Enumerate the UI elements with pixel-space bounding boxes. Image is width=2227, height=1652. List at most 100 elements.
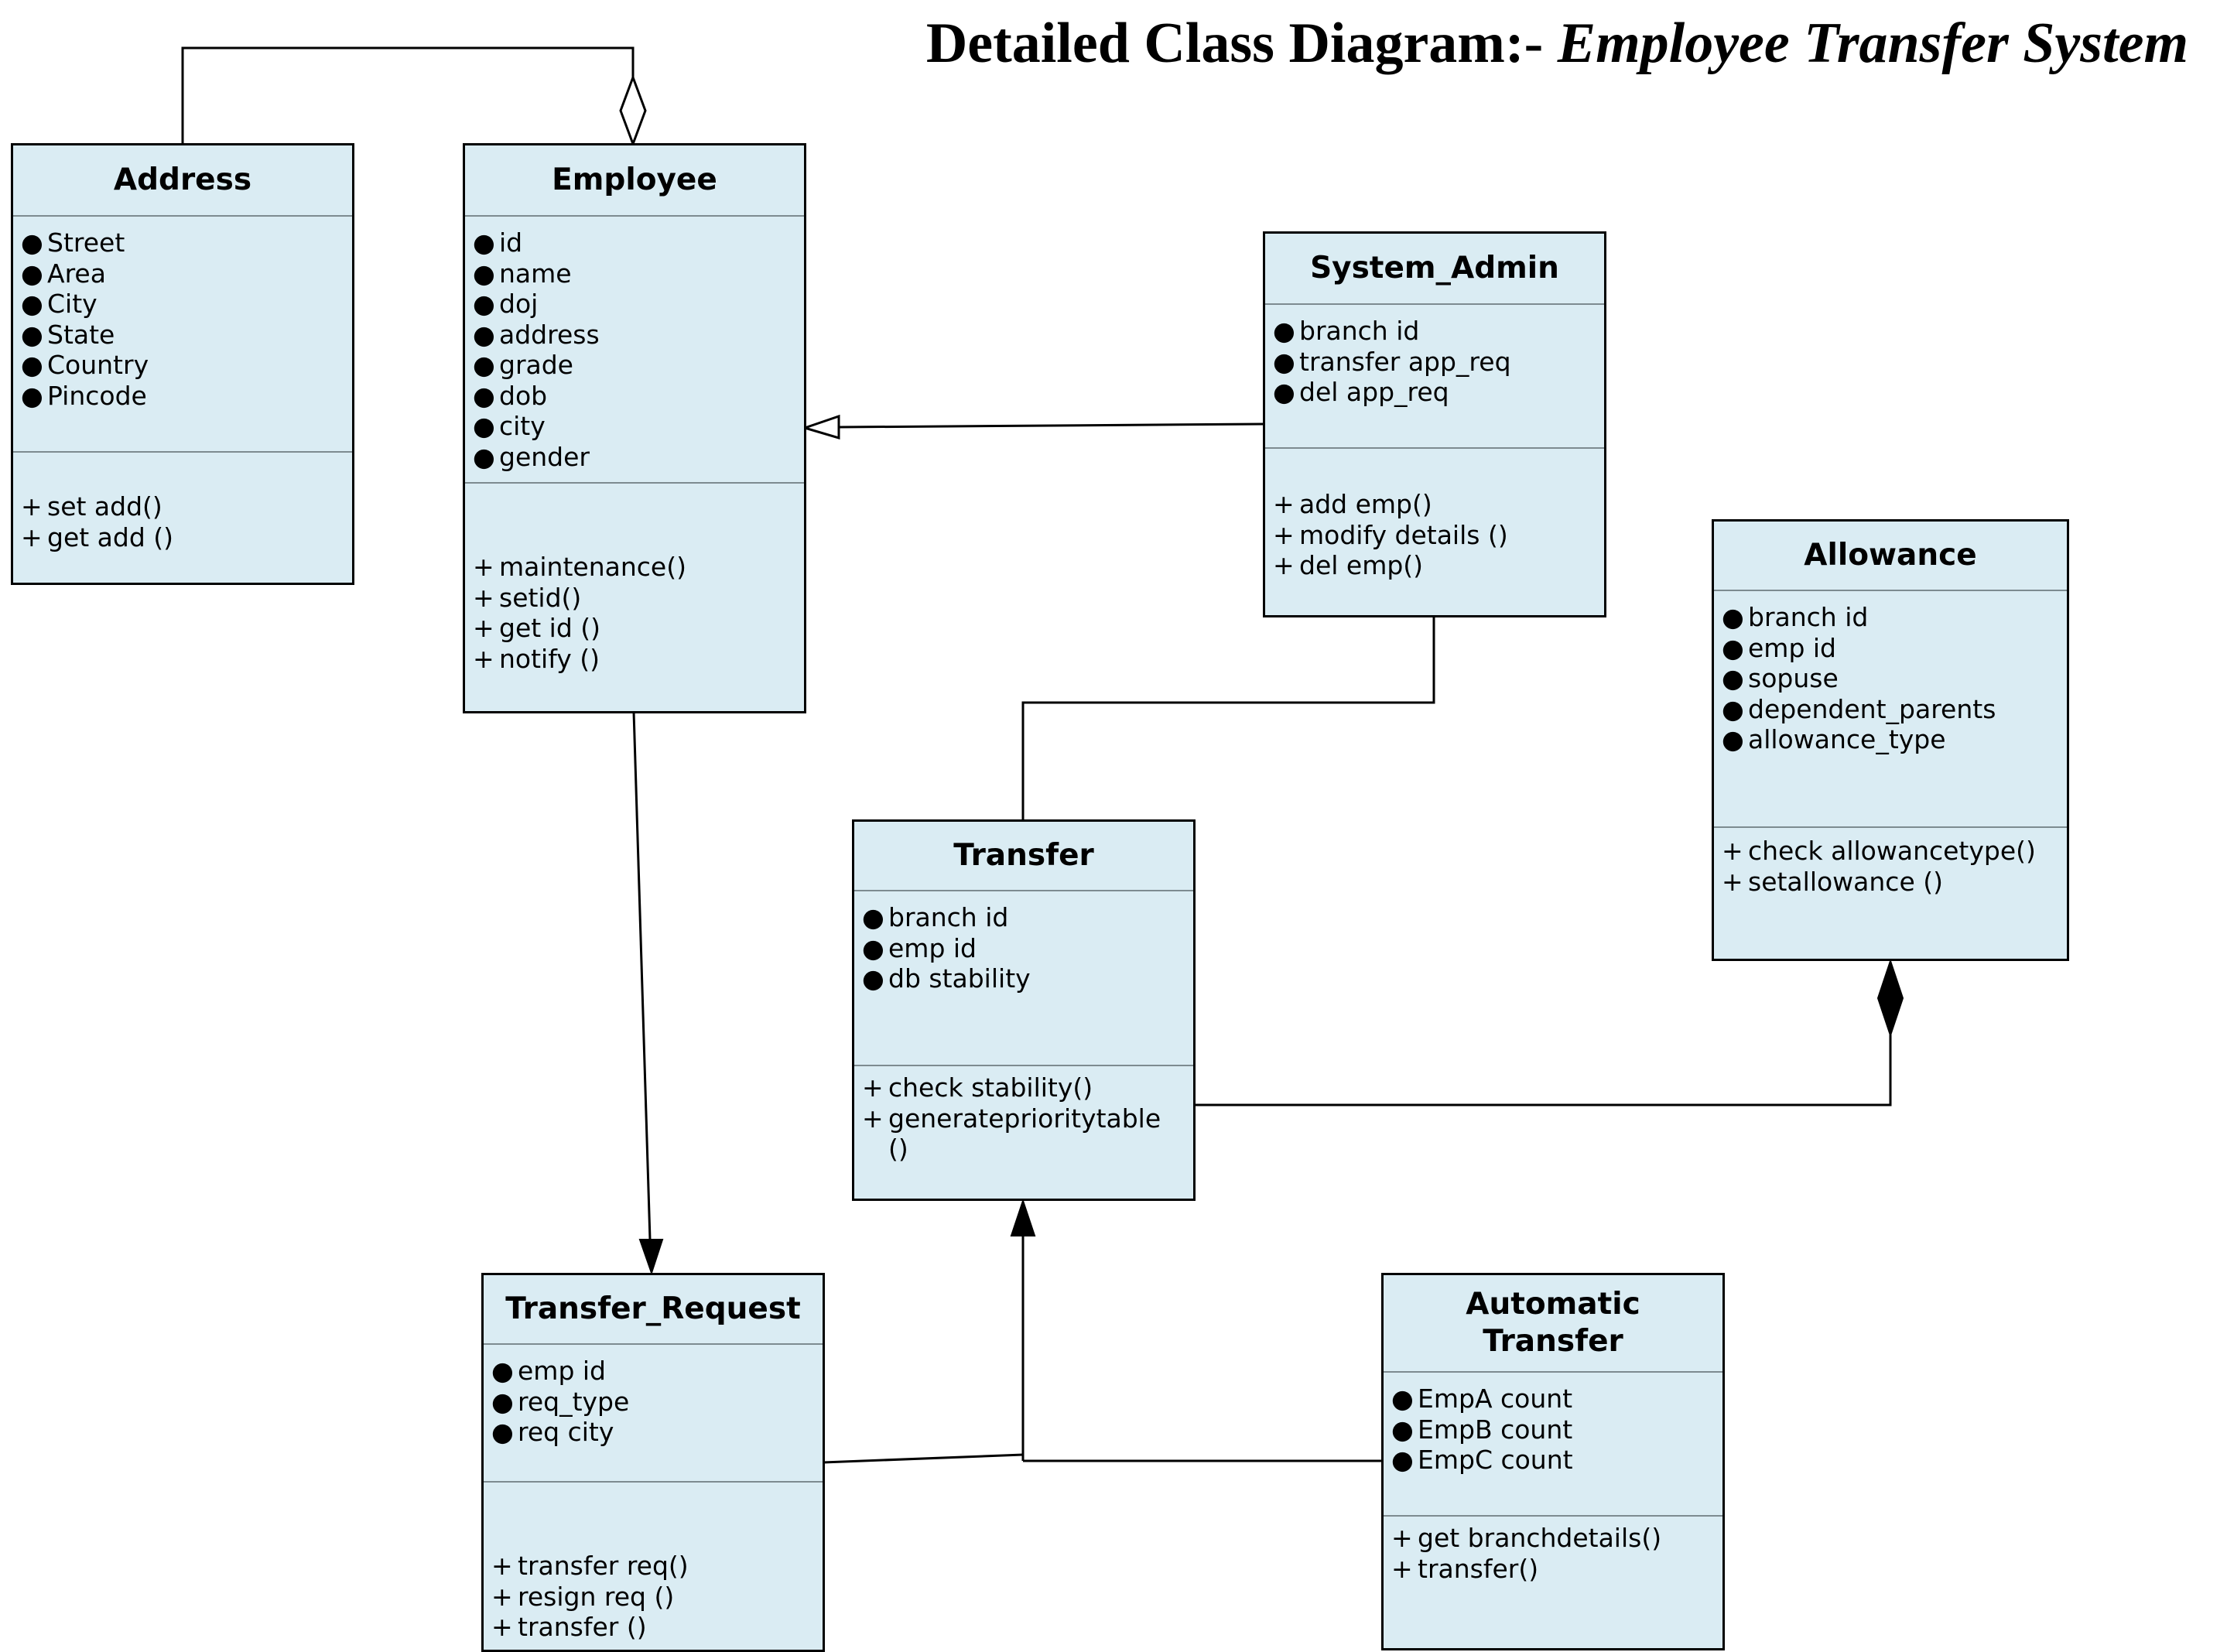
attribute-text: db stability [888,963,1031,994]
attribute-row: ●Country [21,350,352,381]
operation-row: +add emp() [1273,489,1604,520]
operation-text: add emp() [1299,489,1432,519]
attribute-row: ●dob [473,381,804,412]
attribute-list: ●emp id ●req_type ●req city [484,1345,823,1483]
transfer-allowance-composition-line [1194,1035,1892,1106]
operation-text: setallowance () [1748,866,1943,897]
plus-icon: + [862,1072,884,1103]
plus-icon: + [1391,1523,1413,1553]
operation-row: +get id () [473,613,804,644]
operation-list: +set add() +get add () [13,453,352,552]
attribute-row: ●EmpB count [1391,1414,1722,1445]
bullet-icon: ● [21,227,43,258]
attribute-row: ●Pincode [21,381,352,412]
attribute-row: ●city [473,411,804,442]
plus-icon: + [1722,836,1743,866]
class-address[interactable]: Address ●Street ●Area ●City ●State ●Coun… [11,143,354,585]
attribute-row: ●grade [473,350,804,381]
attribute-row: ●db stability [862,963,1193,994]
attribute-row: ●branch id [862,902,1193,933]
bullet-icon: ● [21,380,43,411]
bullet-icon: ● [473,411,495,441]
attribute-text: name [499,258,572,289]
attribute-row: ●Area [21,258,352,289]
operation-list: +maintenance() +setid() +get id () +noti… [465,484,804,674]
attribute-text: sopuse [1748,663,1839,693]
attribute-text: branch id [888,902,1009,932]
attribute-list: ●id ●name ●doj ●address ●grade ●dob ●cit… [465,217,804,484]
bullet-icon: ● [473,441,495,472]
attribute-row: ●branch id [1722,602,2067,633]
bullet-icon: ● [21,258,43,289]
class-transfer[interactable]: Transfer ●branch id ●emp id ●db stabilit… [852,819,1196,1201]
attribute-row: ●emp id [862,933,1193,964]
attribute-text: Area [47,258,106,289]
class-employee[interactable]: Employee ●id ●name ●doj ●address ●grade … [463,143,806,713]
transfer-request-transfer-line [823,1453,1024,1464]
attribute-text: dependent_parents [1748,693,1996,724]
operation-text: modify details () [1299,519,1508,550]
plus-icon: + [21,522,43,552]
attribute-text: EmpC count [1418,1445,1573,1475]
class-name: Automatic Transfer [1384,1275,1722,1373]
bullet-icon: ● [1722,602,1744,632]
system-admin-employee-generalization-line [838,422,1264,429]
attribute-text: address [499,319,600,350]
operation-text: get add () [47,522,174,552]
class-name: Transfer_Request [484,1275,823,1345]
bullet-icon: ● [473,258,495,289]
attribute-row: ●Street [21,227,352,258]
bullet-icon: ● [1722,724,1744,754]
class-allowance[interactable]: Allowance ●branch id ●emp id ●sopuse ●de… [1712,519,2069,961]
diagram-title-italic: Employee Transfer System [1557,12,2188,75]
class-system-admin[interactable]: System_Admin ●branch id ●transfer app_re… [1263,231,1606,617]
attribute-row: ●sopuse [1722,663,2067,694]
employee-transfer-request-line [632,711,652,1240]
operation-list: +add emp() +modify details () +del emp() [1265,449,1604,581]
attribute-text: Pincode [47,380,147,411]
operation-text: check stability() [888,1072,1093,1103]
plus-icon: + [473,582,494,613]
attribute-row: ●dependent_parents [1722,694,2067,725]
plus-icon: + [491,1581,513,1612]
class-name: System_Admin [1265,234,1604,305]
class-automatic-transfer[interactable]: Automatic Transfer ●EmpA count ●EmpB cou… [1381,1273,1725,1650]
diagram-title-prefix: Detailed Class Diagram:- [925,12,1558,75]
operation-text: set add() [47,491,162,522]
attribute-text: city [499,411,546,441]
operation-text: maintenance() [499,552,686,582]
attribute-row: ●req city [491,1417,823,1448]
class-name: Employee [465,145,804,217]
operation-list: +check allowancetype() +setallowance () [1714,828,2067,897]
attribute-text: req_type [518,1386,630,1417]
attribute-list: ●Street ●Area ●City ●State ●Country ●Pin… [13,217,352,453]
attribute-row: ●emp id [1722,633,2067,664]
operation-text: transfer () [518,1612,647,1642]
operation-row: +transfer() [1391,1554,1722,1585]
operation-text: generateprioritytable () [888,1103,1161,1165]
attribute-row: ●emp id [491,1356,823,1387]
attribute-text: Country [47,350,149,380]
operation-text: check allowancetype() [1748,836,2036,866]
attribute-row: ●branch id [1273,316,1604,347]
attribute-row: ●name [473,258,804,289]
bullet-icon: ● [1722,663,1744,693]
attribute-text: EmpB count [1418,1414,1573,1445]
attribute-row: ●doj [473,289,804,320]
attribute-row: ●req_type [491,1387,823,1418]
plus-icon: + [491,1612,513,1642]
attribute-list: ●branch id ●transfer app_req ●del app_re… [1265,305,1604,449]
plus-icon: + [1273,550,1295,580]
plus-icon: + [1722,866,1743,897]
operation-text: get branchdetails() [1418,1523,1662,1553]
operation-row: +generateprioritytable () [862,1103,1193,1165]
operation-row: +maintenance() [473,552,804,583]
attribute-row: ●City [21,289,352,320]
class-transfer-request[interactable]: Transfer_Request ●emp id ●req_type ●req … [481,1273,825,1652]
attribute-list: ●branch id ●emp id ●db stability [854,891,1193,1066]
bullet-icon: ● [473,350,495,380]
attribute-text: branch id [1748,602,1869,632]
attribute-text: req city [518,1417,614,1447]
attribute-text: branch id [1299,316,1420,346]
